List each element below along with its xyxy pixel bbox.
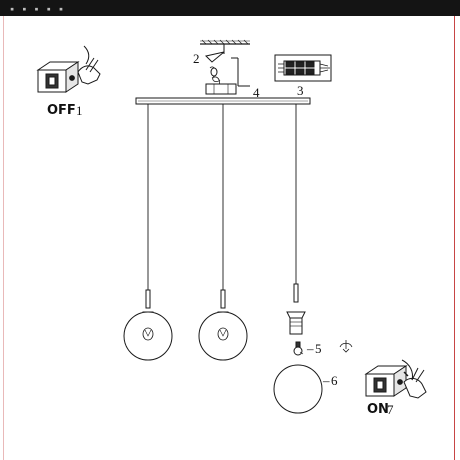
pendant-globe-2: [198, 289, 248, 361]
bulb-icon: [293, 341, 304, 356]
page-frame: [3, 16, 455, 460]
off-label: OFF: [47, 103, 76, 118]
on-label: ON: [367, 402, 389, 417]
pendant-socket-3: [286, 283, 306, 335]
off-step-number: 1: [76, 103, 83, 118]
rotate-arrow-icon: [339, 340, 353, 353]
glass-globe-icon: [273, 364, 323, 414]
terminal-block-icon: [274, 54, 332, 82]
callout-5: 5: [315, 341, 322, 356]
callout-6-dash: –: [323, 373, 330, 388]
top-bar-marks: ▪▪▪▪▪: [10, 5, 72, 13]
callout-6: 6: [331, 373, 338, 388]
top-bar: ▪▪▪▪▪: [0, 0, 460, 16]
callout-5-dash: –: [307, 341, 314, 356]
callout-3: 3: [297, 83, 304, 98]
pendant-globe-1: [123, 289, 173, 361]
callout-2: 2: [193, 51, 200, 66]
switch-on-icon: [364, 359, 427, 399]
canopy-bar: [135, 97, 311, 105]
ceiling-mount-icon: [200, 39, 250, 95]
switch-off-icon: [36, 45, 101, 93]
on-step-number: 7: [387, 402, 394, 417]
callout-4: 4: [253, 85, 260, 100]
